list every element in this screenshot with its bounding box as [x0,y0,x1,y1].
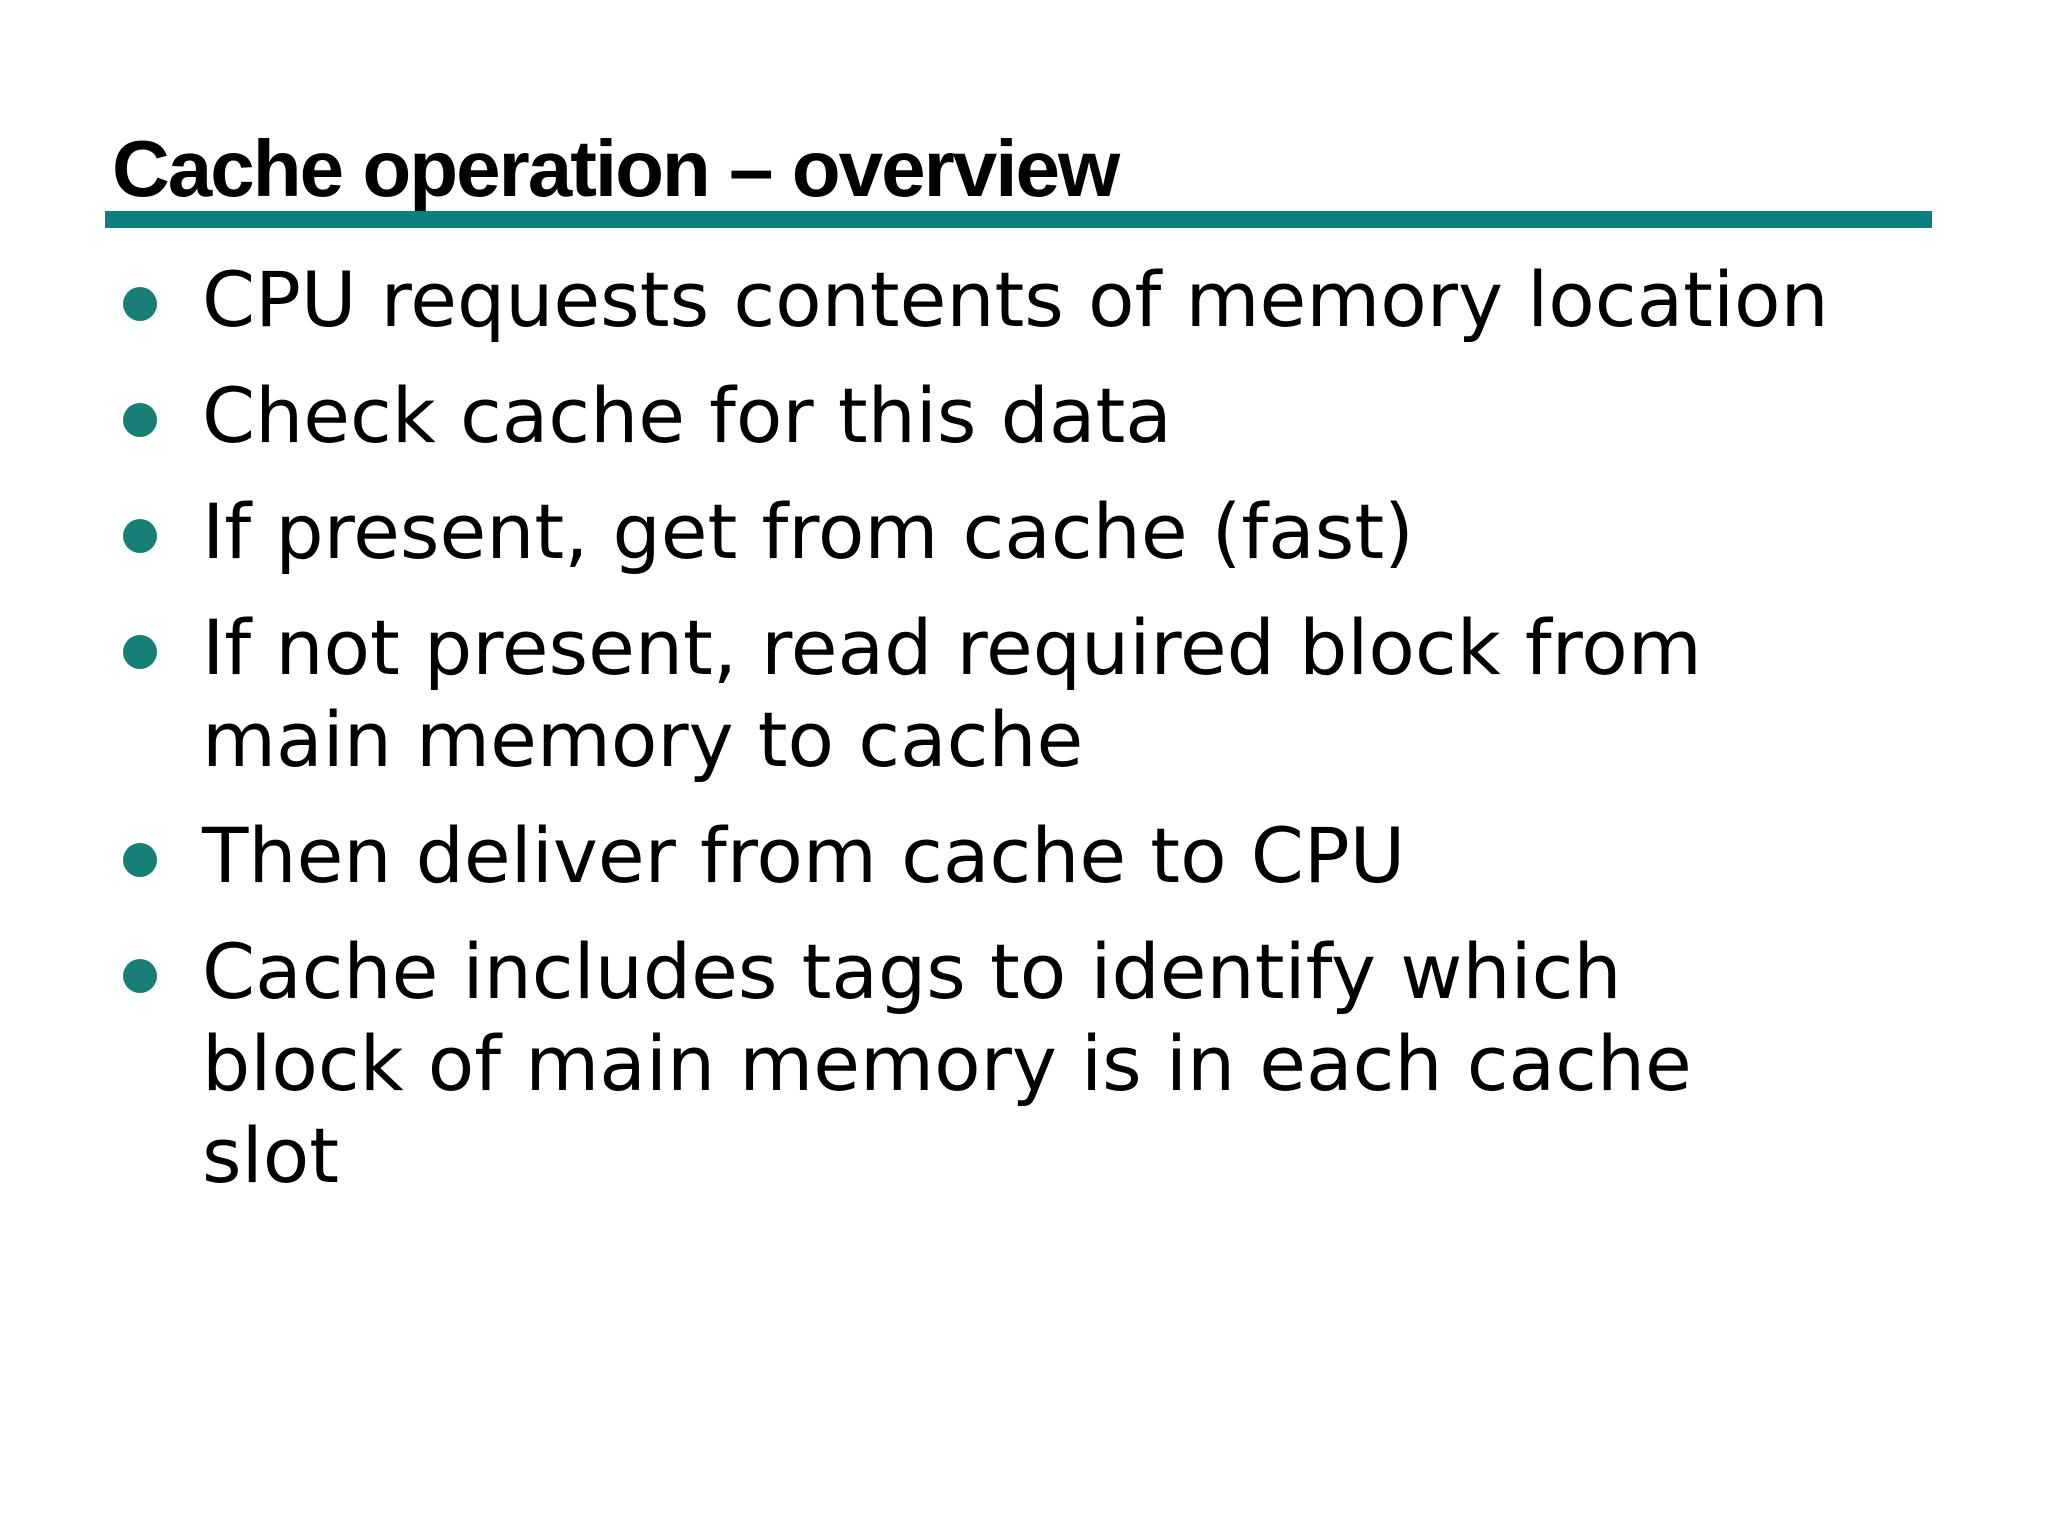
bullet-line: Check cache for this data [202,371,1172,460]
bullet-text: Then deliver from cache to CPU [202,810,1405,902]
bullet-item: CPU requests contents of memory location [0,254,2048,346]
bullet-text: Check cache for this data [202,370,1172,462]
bullet-line: Then deliver from cache to CPU [202,811,1406,900]
bullet-dot-icon [123,403,157,437]
bullet-text: Cache includes tags to identify which bl… [202,926,1692,1202]
bullet-text: If present, get from cache (fast) [202,486,1414,578]
bullet-line: Cache includes tags to identify which [202,927,1622,1016]
bullet-text: CPU requests contents of memory location [202,254,1829,346]
bullet-list: CPU requests contents of memory location… [0,254,2048,1226]
bullet-item: Then deliver from cache to CPU [0,810,2048,902]
bullet-dot-icon [123,959,157,993]
bullet-line: If not present, read required block from [202,603,1702,692]
bullet-text: If not present, read required block from… [202,602,1702,786]
bullet-line: main memory to cache [202,695,1084,784]
bullet-item: Check cache for this data [0,370,2048,462]
bullet-item: If present, get from cache (fast) [0,486,2048,578]
bullet-item: If not present, read required block from… [0,602,2048,786]
bullet-line: block of main memory is in each cache [202,1019,1692,1108]
title-underline-rule [105,211,1932,228]
bullet-dot-icon [123,843,157,877]
bullet-dot-icon [123,287,157,321]
bullet-line: CPU requests contents of memory location [202,255,1829,344]
bullet-item: Cache includes tags to identify which bl… [0,926,2048,1202]
slide-title: Cache operation – overview [112,124,1120,213]
bullet-dot-icon [123,635,157,669]
bullet-line: If present, get from cache (fast) [202,487,1414,576]
bullet-line: slot [202,1111,340,1200]
bullet-dot-icon [123,519,157,553]
